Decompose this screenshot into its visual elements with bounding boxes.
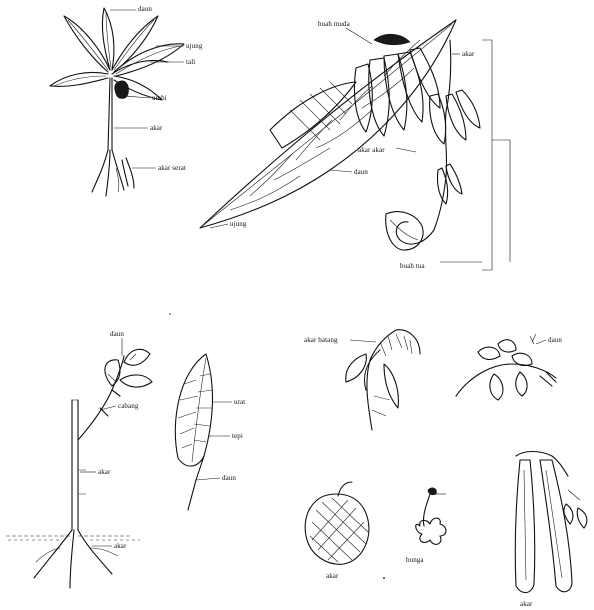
label-tr-tip: ujung <box>230 220 246 228</box>
label-br-flower: bunga <box>406 556 424 564</box>
label-leaf-r2: tepi <box>232 432 243 440</box>
label-tl-right1: ujung <box>186 42 202 50</box>
label-tl-mid: umbi <box>152 94 167 102</box>
label-br-corner: akar <box>520 600 532 608</box>
fruits-flowers-drawing <box>305 330 587 593</box>
label-br-top1: akar batang <box>304 336 338 344</box>
label-leaf-r1: urat <box>234 398 245 406</box>
label-br-top2: daun <box>548 336 562 344</box>
label-leaf-r3: daun <box>222 474 236 482</box>
label-tl-roots: akar serat <box>158 164 186 172</box>
label-tl-stem: akar <box>150 124 162 132</box>
label-bl-top: daun <box>110 330 124 338</box>
label-tr-leaf: daun <box>354 168 368 176</box>
label-bl-roots: akar <box>114 542 126 550</box>
label-tr-bottom: buah tua <box>400 262 425 270</box>
branching-stem-drawing <box>6 338 232 588</box>
label-br-fruit: akar <box>326 572 338 580</box>
label-tl-right2: tali <box>186 58 195 66</box>
label-tl-top: daun <box>138 5 152 13</box>
label-bl-stem: akar <box>98 468 110 476</box>
label-tr-mid: akar akar <box>358 146 385 154</box>
label-tr-side: akar <box>462 50 474 58</box>
label-bl-branch: cabang <box>118 402 138 410</box>
label-tr-top: buah muda <box>318 20 350 28</box>
